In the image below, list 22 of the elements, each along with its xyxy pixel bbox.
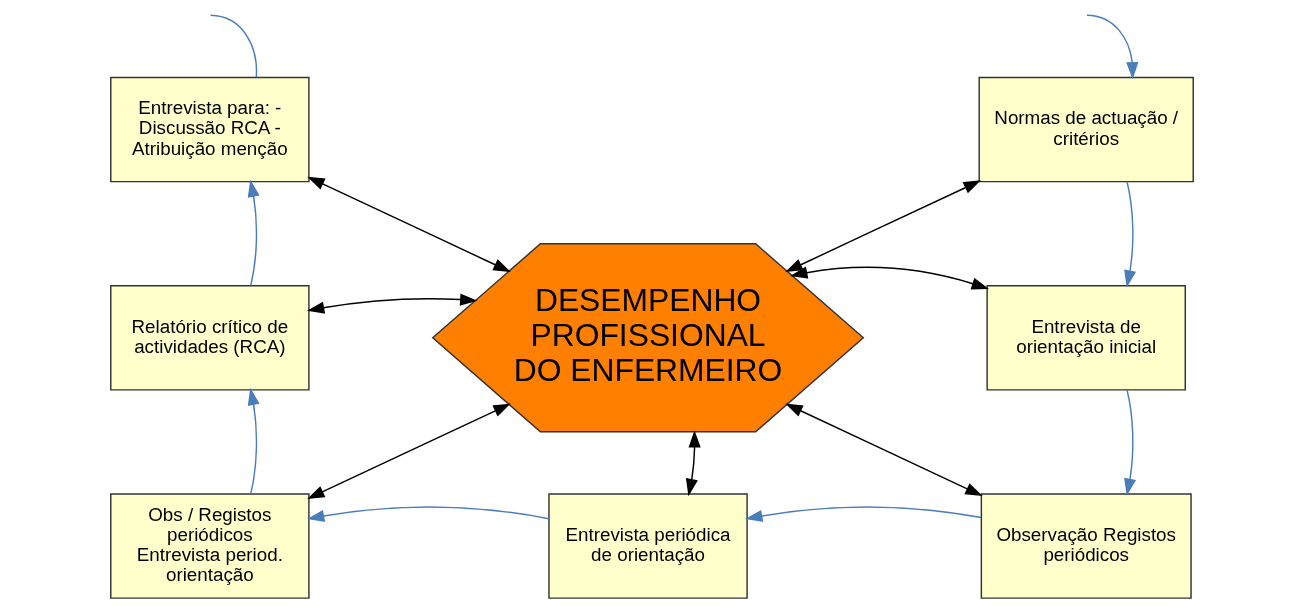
node-box: Observação Registos periódicos — [980, 493, 1192, 599]
arrow — [1124, 389, 1137, 496]
node-box: Entrevista periódica de orientação — [548, 493, 748, 599]
arrow — [247, 387, 260, 495]
arrow — [685, 430, 701, 497]
node-box: Entrevista para: - Discussão RCA - Atribuição menção — [110, 76, 310, 183]
arrow — [745, 506, 982, 522]
arrow — [307, 176, 511, 272]
node-box: Entrevista de orientação inicial — [986, 285, 1186, 391]
arrow — [247, 179, 260, 287]
arrow — [306, 506, 550, 522]
arrow — [785, 403, 983, 497]
connector — [209, 14, 258, 79]
node-box: Normas de actuação / critérios — [978, 76, 1194, 183]
arrow — [1124, 181, 1137, 288]
arrow — [785, 180, 981, 273]
node-box: Obs / Registos periódicos Entrevista period. orientação — [110, 493, 310, 599]
arrow — [306, 293, 478, 314]
arrow — [1086, 14, 1139, 80]
node-box: Relatório crítico de actividades (RCA) — [110, 285, 310, 391]
arrow — [790, 266, 989, 290]
arrow — [307, 403, 511, 499]
